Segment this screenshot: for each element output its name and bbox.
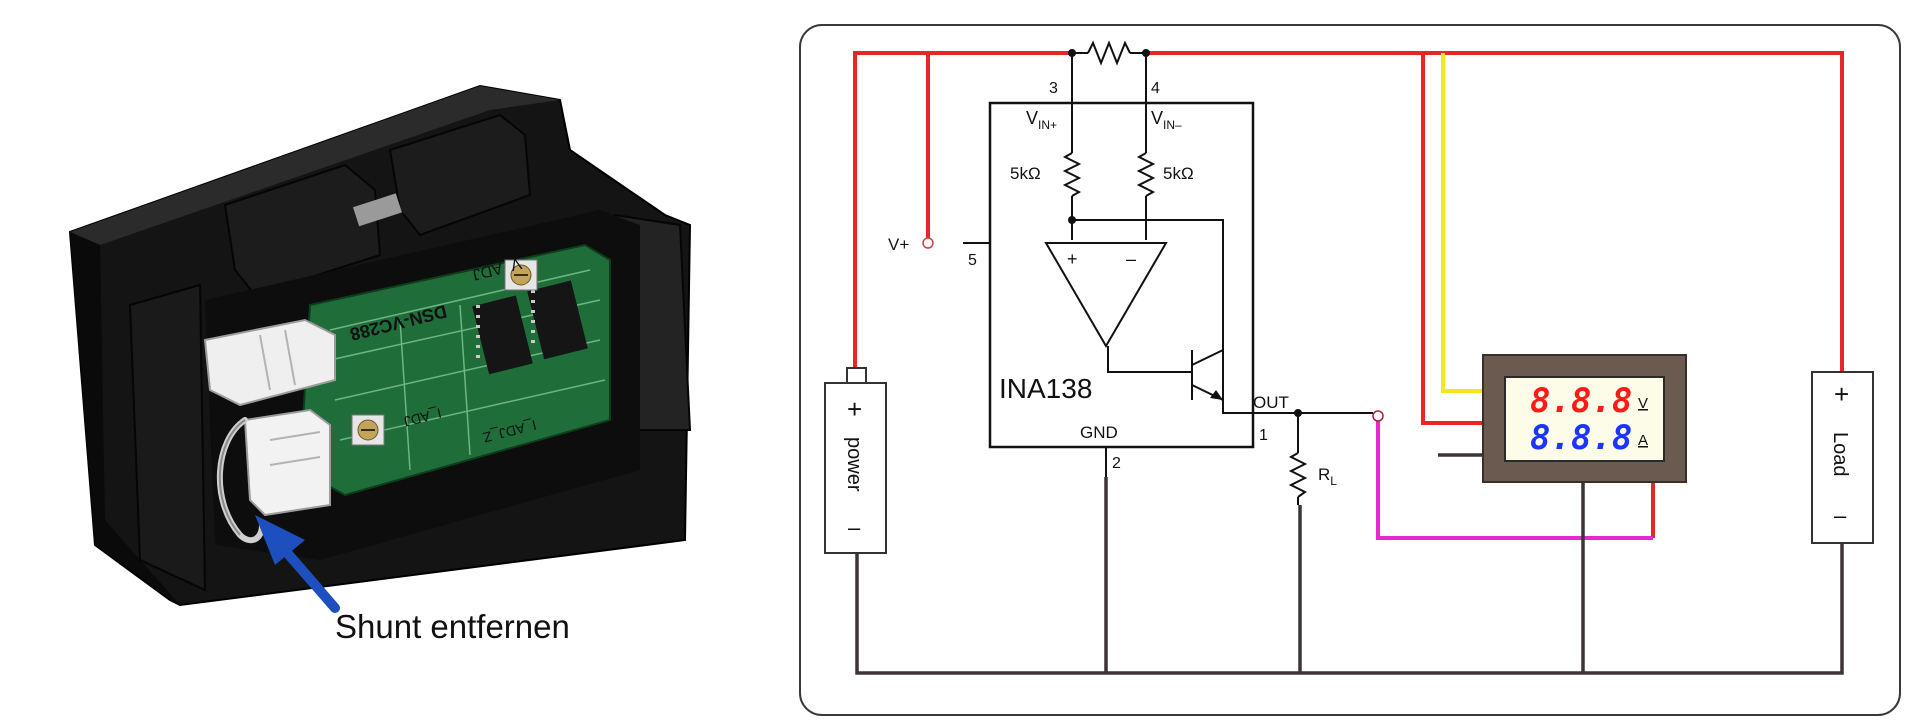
circuit-diagram: INA138 3 4 5 1 2 VIN+ VIN– 5kΩ 5kΩ + – V… — [799, 24, 1901, 716]
pcb-component-pins — [476, 290, 535, 358]
load-plus: + — [1834, 379, 1849, 409]
vin-minus-label: VIN– — [1151, 108, 1182, 132]
power-supply: + power – — [824, 367, 887, 554]
load-minus: – — [1834, 503, 1847, 528]
wire-magenta — [1376, 420, 1653, 540]
shunt-arrow — [255, 515, 340, 613]
meter-bezel — [70, 86, 560, 245]
pot-v-adj — [504, 259, 538, 291]
side-clip-left — [128, 283, 207, 592]
clip-slot — [352, 193, 402, 227]
r-left-label: 5kΩ — [1010, 164, 1041, 183]
rl-resistor — [1288, 413, 1308, 505]
va-meter-module: 8.8.8 V 8.8.8 A — [1482, 354, 1687, 483]
ic-internal-wiring — [963, 53, 1298, 477]
connector-ridges — [259, 329, 321, 466]
connector-top — [203, 318, 336, 407]
vin-plus-label: VIN+ — [1026, 108, 1057, 132]
meter-top-digits: 8.8.8 — [1530, 381, 1632, 421]
power-label: power — [843, 437, 865, 492]
shunt-annotation: Shunt entfernen — [335, 608, 570, 645]
op-amp — [1044, 242, 1168, 348]
pin-1-label: 1 — [1259, 427, 1268, 444]
diagram-frame — [799, 24, 1901, 716]
rl-label: RL — [1318, 465, 1337, 488]
wire-dark — [855, 453, 1844, 675]
load: + Load – — [1811, 371, 1874, 544]
out-label: OUT — [1253, 393, 1289, 412]
vplus-terminal — [922, 237, 934, 249]
amp-minus-label: – — [1126, 249, 1136, 269]
meter-bottom-unit: A — [1638, 432, 1648, 449]
meter-top-unit: V — [1638, 395, 1648, 412]
pin-5-label: 5 — [968, 252, 977, 269]
chip-name: INA138 — [999, 373, 1092, 404]
pin-3-label: 3 — [1049, 80, 1058, 97]
power-plus: + — [847, 394, 862, 424]
ina138-package — [988, 101, 1255, 449]
meter-photo: V_ADJ DSN-VC288 I_ADJ I_ADJ_Z Shunt entf… — [68, 84, 692, 645]
transistor-arrow — [1210, 390, 1223, 400]
top-clip-left — [223, 163, 382, 297]
node-dot — [1068, 216, 1076, 224]
power-minus: – — [848, 515, 861, 540]
load-label: Load — [1829, 432, 1851, 477]
meter-bottom-digits: 8.8.8 — [1530, 418, 1632, 458]
pin-4-label: 4 — [1151, 80, 1160, 97]
gnd-label: GND — [1080, 423, 1118, 442]
r-right-label: 5kΩ — [1163, 164, 1194, 183]
pin-2-label: 2 — [1112, 455, 1121, 472]
out-terminal — [1372, 410, 1384, 422]
pcb-chip — [472, 295, 533, 375]
meter-front-frame — [70, 232, 180, 605]
pot-i-adj — [351, 414, 385, 446]
shunt-wire-shade — [219, 419, 246, 536]
amp-plus-label: + — [1067, 249, 1078, 269]
vplus-label: V+ — [888, 235, 909, 254]
pcb-chip — [527, 280, 588, 360]
